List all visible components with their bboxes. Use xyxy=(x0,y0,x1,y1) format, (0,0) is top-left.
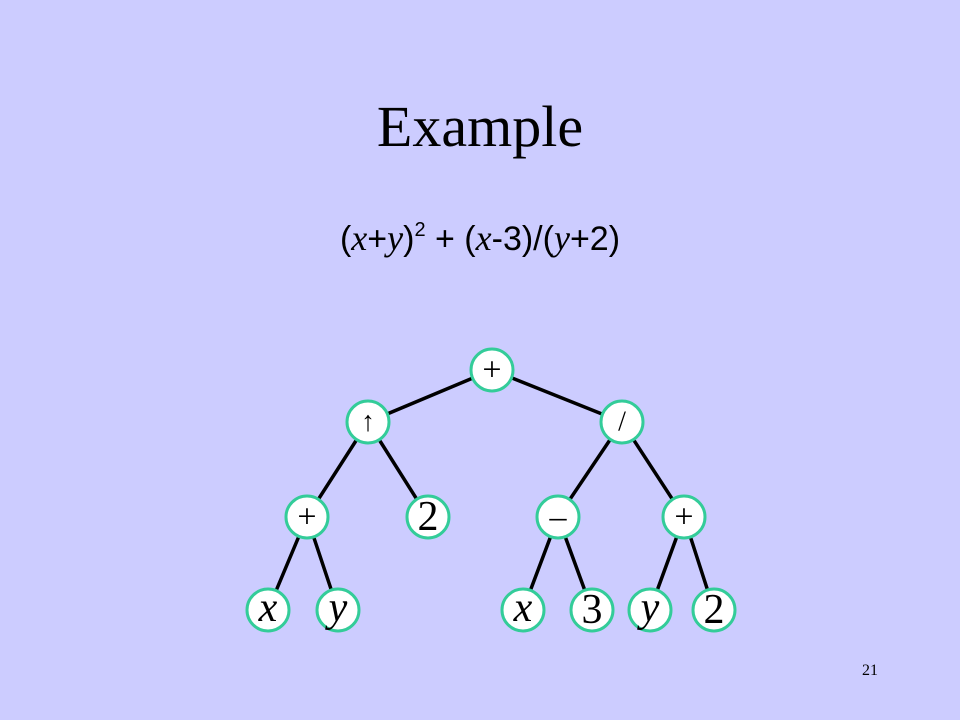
tree-node-circle xyxy=(627,587,673,633)
tree-node-two-a: 2 xyxy=(405,494,451,540)
tree-node-label: y xyxy=(637,585,660,631)
tree-edges xyxy=(266,368,716,612)
tree-node-label: ↑ xyxy=(361,407,375,438)
tree-node-circle xyxy=(405,494,451,540)
tree-node-root-plus: + xyxy=(469,347,515,393)
tree-node-circle xyxy=(500,587,546,633)
edge-root-plus-divide xyxy=(490,368,624,424)
expression-plus-two: +2) xyxy=(569,220,621,258)
tree-node-label: x xyxy=(258,585,278,631)
tree-node-circle xyxy=(535,494,581,540)
tree-node-circle xyxy=(569,587,615,633)
tree-node-y-b: y xyxy=(627,585,673,633)
tree-node-circle xyxy=(245,587,291,633)
tree-node-circle xyxy=(315,587,361,633)
tree-node-left-plus: + xyxy=(284,494,330,540)
page-number: 21 xyxy=(862,662,878,679)
expression-close-paren: ) xyxy=(403,220,415,258)
tree-node-circle xyxy=(691,587,737,633)
tree-node-label: / xyxy=(618,407,626,438)
tree-node-x-a: x xyxy=(245,585,291,633)
expression-open-paren: ( xyxy=(339,220,352,258)
expression-var-y-2: y xyxy=(553,218,570,258)
tree-node-circle xyxy=(284,494,330,540)
tree-node-circle xyxy=(345,399,391,445)
expression-minus-divide: -3)/( xyxy=(491,220,554,258)
tree-node-two-b: 2 xyxy=(691,587,737,633)
expression-plus-open: + ( xyxy=(425,220,476,258)
tree-node-divide: / xyxy=(599,399,645,445)
expression-var-y: y xyxy=(387,218,404,258)
expression-exponent: 2 xyxy=(414,219,426,241)
tree-node-label: + xyxy=(297,499,316,536)
tree-node-minus: – xyxy=(535,494,581,540)
expression-plus: + xyxy=(367,220,388,258)
tree-node-label: 3 xyxy=(582,587,603,633)
tree-node-three: 3 xyxy=(569,587,615,633)
tree-node-label: 2 xyxy=(418,494,439,540)
tree-node-right-plus: + xyxy=(661,494,707,540)
tree-node-label: + xyxy=(482,352,501,389)
tree-node-circle xyxy=(661,494,707,540)
tree-node-label: x xyxy=(513,585,533,631)
expression-var-x: x xyxy=(351,218,368,258)
expression-var-x-2: x xyxy=(475,218,492,258)
tree-node-label: + xyxy=(674,499,693,536)
tree-node-y-a: y xyxy=(315,585,361,633)
tree-node-circle xyxy=(599,399,645,445)
tree-node-circle xyxy=(469,347,515,393)
expression: (x+y)2 + (x-3)/(y+2) xyxy=(0,214,960,263)
tree-node-label: y xyxy=(325,585,348,631)
tree-node-x-b: x xyxy=(500,585,546,633)
tree-node-power: ↑ xyxy=(345,399,391,445)
tree-node-label: 2 xyxy=(704,587,725,633)
tree-node-label: – xyxy=(549,499,568,536)
slide-title: Example xyxy=(376,94,584,159)
